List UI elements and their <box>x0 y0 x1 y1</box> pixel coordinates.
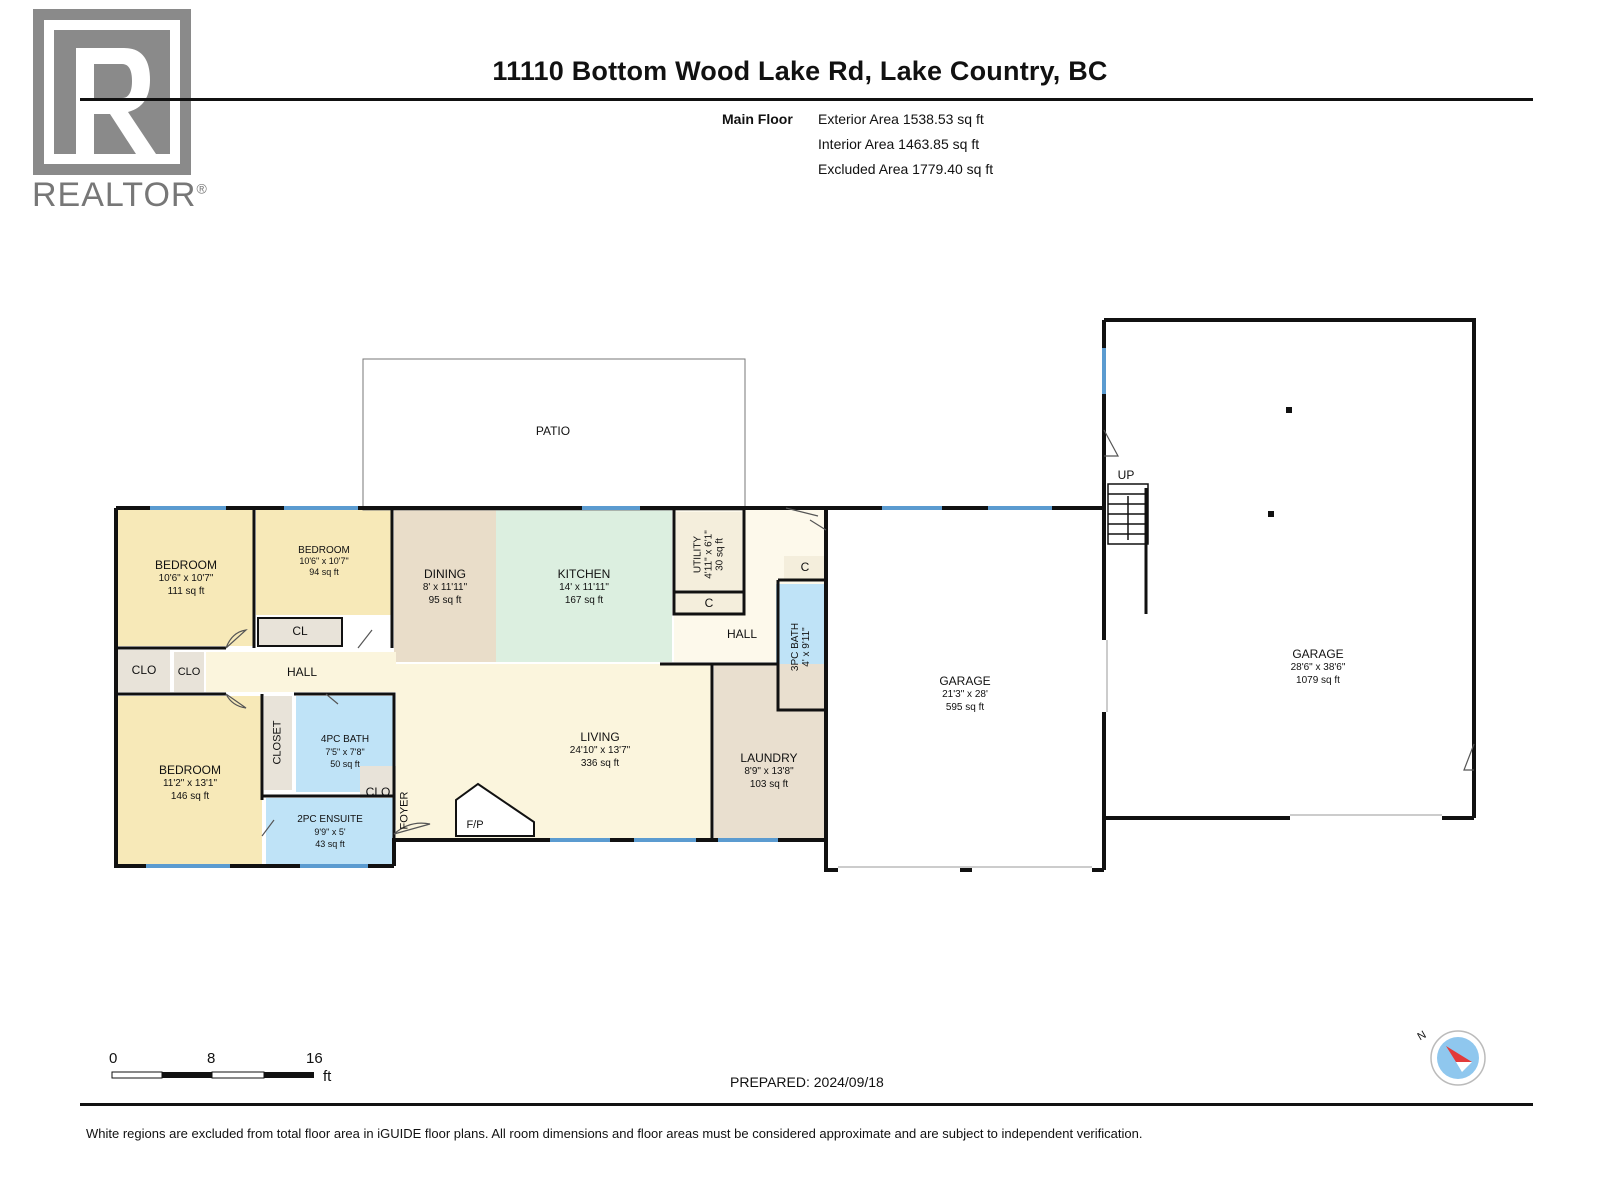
title-divider <box>80 98 1533 101</box>
clo1-fill <box>118 650 170 692</box>
stairs <box>1107 483 1149 545</box>
prepared-date: PREPARED: 2024/09/18 <box>730 1074 884 1090</box>
excluded-area: Excluded Area 1779.40 sq ft <box>818 161 994 177</box>
utility-label: UTILITY 4'11" x 6'1" 30 sq ft <box>692 530 726 579</box>
windows <box>146 348 1106 868</box>
bath3-label: 3PC BATH 4' x 9'11" <box>790 622 812 672</box>
c1-label: C <box>704 596 714 610</box>
scale-bar <box>111 1071 314 1079</box>
floor-label: Main Floor <box>722 111 793 127</box>
compass-icon <box>1430 1030 1486 1086</box>
footer-divider <box>80 1103 1533 1106</box>
laundry-label: LAUNDRY 8'9" x 13'8" 103 sq ft <box>740 751 798 791</box>
closet-label: CLOSET <box>271 720 284 765</box>
clo3-label: CLO <box>365 785 391 799</box>
cl-fill <box>257 617 343 647</box>
ensuite-fill <box>266 798 394 864</box>
c2-label: C <box>800 560 810 574</box>
kitchen-label: KITCHEN 14' x 11'11" 167 sq ft <box>557 567 611 607</box>
scale-tick-16: 16 <box>306 1050 323 1067</box>
scale-tick-0: 0 <box>109 1050 118 1067</box>
cl-label: CL <box>292 624 308 638</box>
realtor-wordmark: REALTOR® <box>32 176 208 214</box>
realtor-r-mark-icon <box>33 9 191 175</box>
closet-fill <box>264 696 292 790</box>
hall-left-label: HALL <box>286 665 318 679</box>
patio-label: PATIO <box>535 424 571 438</box>
bedroom1-fill <box>118 510 254 646</box>
bedroom3-label: BEDROOM 11'2" x 13'1" 146 sq ft <box>158 763 221 803</box>
hall-left-fill <box>206 652 396 692</box>
scale-tick-8: 8 <box>207 1050 216 1067</box>
page-title: 11110 Bottom Wood Lake Rd, Lake Country,… <box>492 56 1108 86</box>
garage-door-lines <box>838 640 1442 868</box>
clo2-label: CLO <box>177 666 201 678</box>
foyer-label: FOYER <box>398 791 411 830</box>
interior-area: Interior Area 1463.85 sq ft <box>818 136 980 152</box>
realtor-logo <box>32 8 202 214</box>
garage-doors <box>838 640 1442 872</box>
garage2-label: GARAGE 28'6" x 38'6" 1079 sq ft <box>1290 647 1346 687</box>
post-marker <box>1268 511 1274 517</box>
bedroom3-fill <box>118 696 262 864</box>
hall-right-label: HALL <box>726 627 758 641</box>
fireplace-outline <box>455 782 535 837</box>
living-label: LIVING 24'10" x 13'7" 336 sq ft <box>569 730 631 770</box>
ensuite-label: 2PC ENSUITE 9'9" x 5' 43 sq ft <box>297 814 363 849</box>
bath4-label: 4PC BATH 7'5" x 7'8" 50 sq ft <box>320 734 370 769</box>
door-swings <box>225 429 1475 837</box>
disclaimer-text: White regions are excluded from total fl… <box>86 1126 1143 1141</box>
laundry-fill <box>714 664 826 840</box>
bedroom2-fill <box>256 510 392 615</box>
living-fill <box>396 664 712 840</box>
stairs-up-label: UP <box>1117 468 1135 482</box>
garage1-label: GARAGE 21'3" x 28' 595 sq ft <box>939 674 991 714</box>
kitchen-fill <box>496 510 672 662</box>
bedroom1-label: BEDROOM 10'6" x 10'7" 111 sq ft <box>154 558 217 598</box>
post-marker <box>1286 407 1292 413</box>
clo1-label: CLO <box>131 663 157 677</box>
dining-label: DINING 8' x 11'11" 95 sq ft <box>422 567 468 607</box>
scale-unit: ft <box>323 1068 332 1085</box>
exterior-area: Exterior Area 1538.53 sq ft <box>818 111 984 127</box>
room-fills <box>118 510 826 864</box>
dining-fill <box>394 510 496 662</box>
clo2-fill <box>174 652 204 692</box>
fp-label: F/P <box>466 819 484 831</box>
bedroom2-label: BEDROOM 10'6" x 10'7" 94 sq ft <box>298 545 350 577</box>
